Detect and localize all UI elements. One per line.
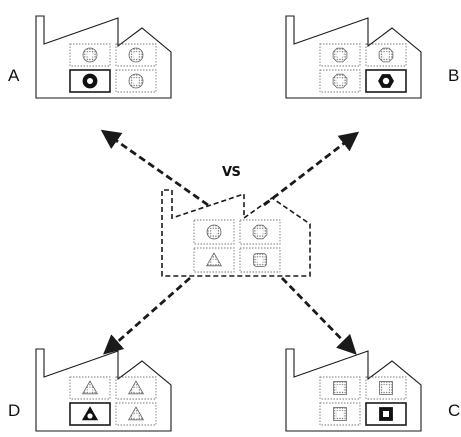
panel-cell bbox=[365, 43, 407, 67]
circle-shape-hole bbox=[87, 78, 93, 84]
rounded-square-shape-hole bbox=[257, 257, 263, 263]
factory-outline bbox=[285, 348, 422, 432]
octagon-shape-hole bbox=[256, 228, 264, 236]
triangle-shape-hole bbox=[133, 387, 139, 393]
factory-outline bbox=[285, 15, 422, 99]
panel-cell bbox=[115, 43, 157, 67]
panel-cell bbox=[319, 402, 361, 426]
factory-outline bbox=[35, 348, 172, 432]
arrow-to-b bbox=[263, 131, 360, 207]
panel-cell bbox=[319, 376, 361, 400]
panel-cell bbox=[115, 69, 157, 93]
octagon-shape-hole bbox=[382, 51, 390, 59]
triangle-shape bbox=[81, 406, 99, 421]
panel-cell bbox=[319, 43, 361, 67]
arrow-to-d bbox=[103, 276, 191, 355]
label-a: A bbox=[8, 66, 20, 85]
triangle-shape-hole bbox=[87, 387, 93, 393]
label-c: C bbox=[448, 401, 461, 420]
factory-center-outline bbox=[161, 189, 311, 277]
triangle-shape-hole bbox=[133, 413, 139, 419]
triangle-shape-hole bbox=[87, 413, 93, 419]
panel-cell bbox=[69, 376, 111, 400]
arrow-to-a bbox=[100, 129, 209, 207]
panel-cell bbox=[69, 402, 111, 426]
label-b: B bbox=[448, 66, 460, 85]
panel-cell bbox=[365, 69, 407, 93]
circle-shape-hole bbox=[211, 229, 217, 235]
circle-shape-hole bbox=[133, 52, 139, 58]
factory-b bbox=[285, 15, 422, 99]
octagon-shape-hole bbox=[336, 77, 344, 85]
panel-cell bbox=[239, 219, 281, 245]
octagon-shape-hole bbox=[336, 51, 344, 59]
panel-cell bbox=[69, 69, 111, 93]
triangle-shape bbox=[127, 380, 145, 395]
panel-cell bbox=[365, 376, 407, 400]
square-shape-hole bbox=[337, 411, 343, 417]
factory-center bbox=[161, 189, 311, 277]
triangle-shape-hole bbox=[211, 259, 217, 265]
triangle-shape bbox=[205, 252, 223, 267]
panel-cell bbox=[239, 247, 281, 273]
circle-shape-hole bbox=[133, 78, 139, 84]
triangle-shape bbox=[81, 380, 99, 395]
panel-cell bbox=[365, 402, 407, 426]
square-shape-hole bbox=[337, 385, 343, 391]
panel-cell bbox=[193, 219, 235, 245]
arrow-to-c bbox=[280, 277, 357, 355]
panel-cell bbox=[69, 43, 111, 67]
panel-cell bbox=[319, 69, 361, 93]
panel-cell bbox=[115, 376, 157, 400]
hexagon-shape-hole bbox=[382, 77, 390, 85]
factory-outline bbox=[35, 15, 172, 99]
panel-cell bbox=[115, 402, 157, 426]
factory-d bbox=[35, 348, 172, 432]
circle-shape-hole bbox=[87, 52, 93, 58]
square-shape-hole bbox=[383, 411, 389, 417]
label-d: D bbox=[8, 401, 21, 420]
panel-cell bbox=[193, 247, 235, 273]
factory-c bbox=[285, 348, 422, 432]
factory-a bbox=[35, 15, 172, 99]
square-shape-hole bbox=[383, 385, 389, 391]
vs-label: VS bbox=[222, 165, 241, 180]
triangle-shape bbox=[127, 406, 145, 421]
